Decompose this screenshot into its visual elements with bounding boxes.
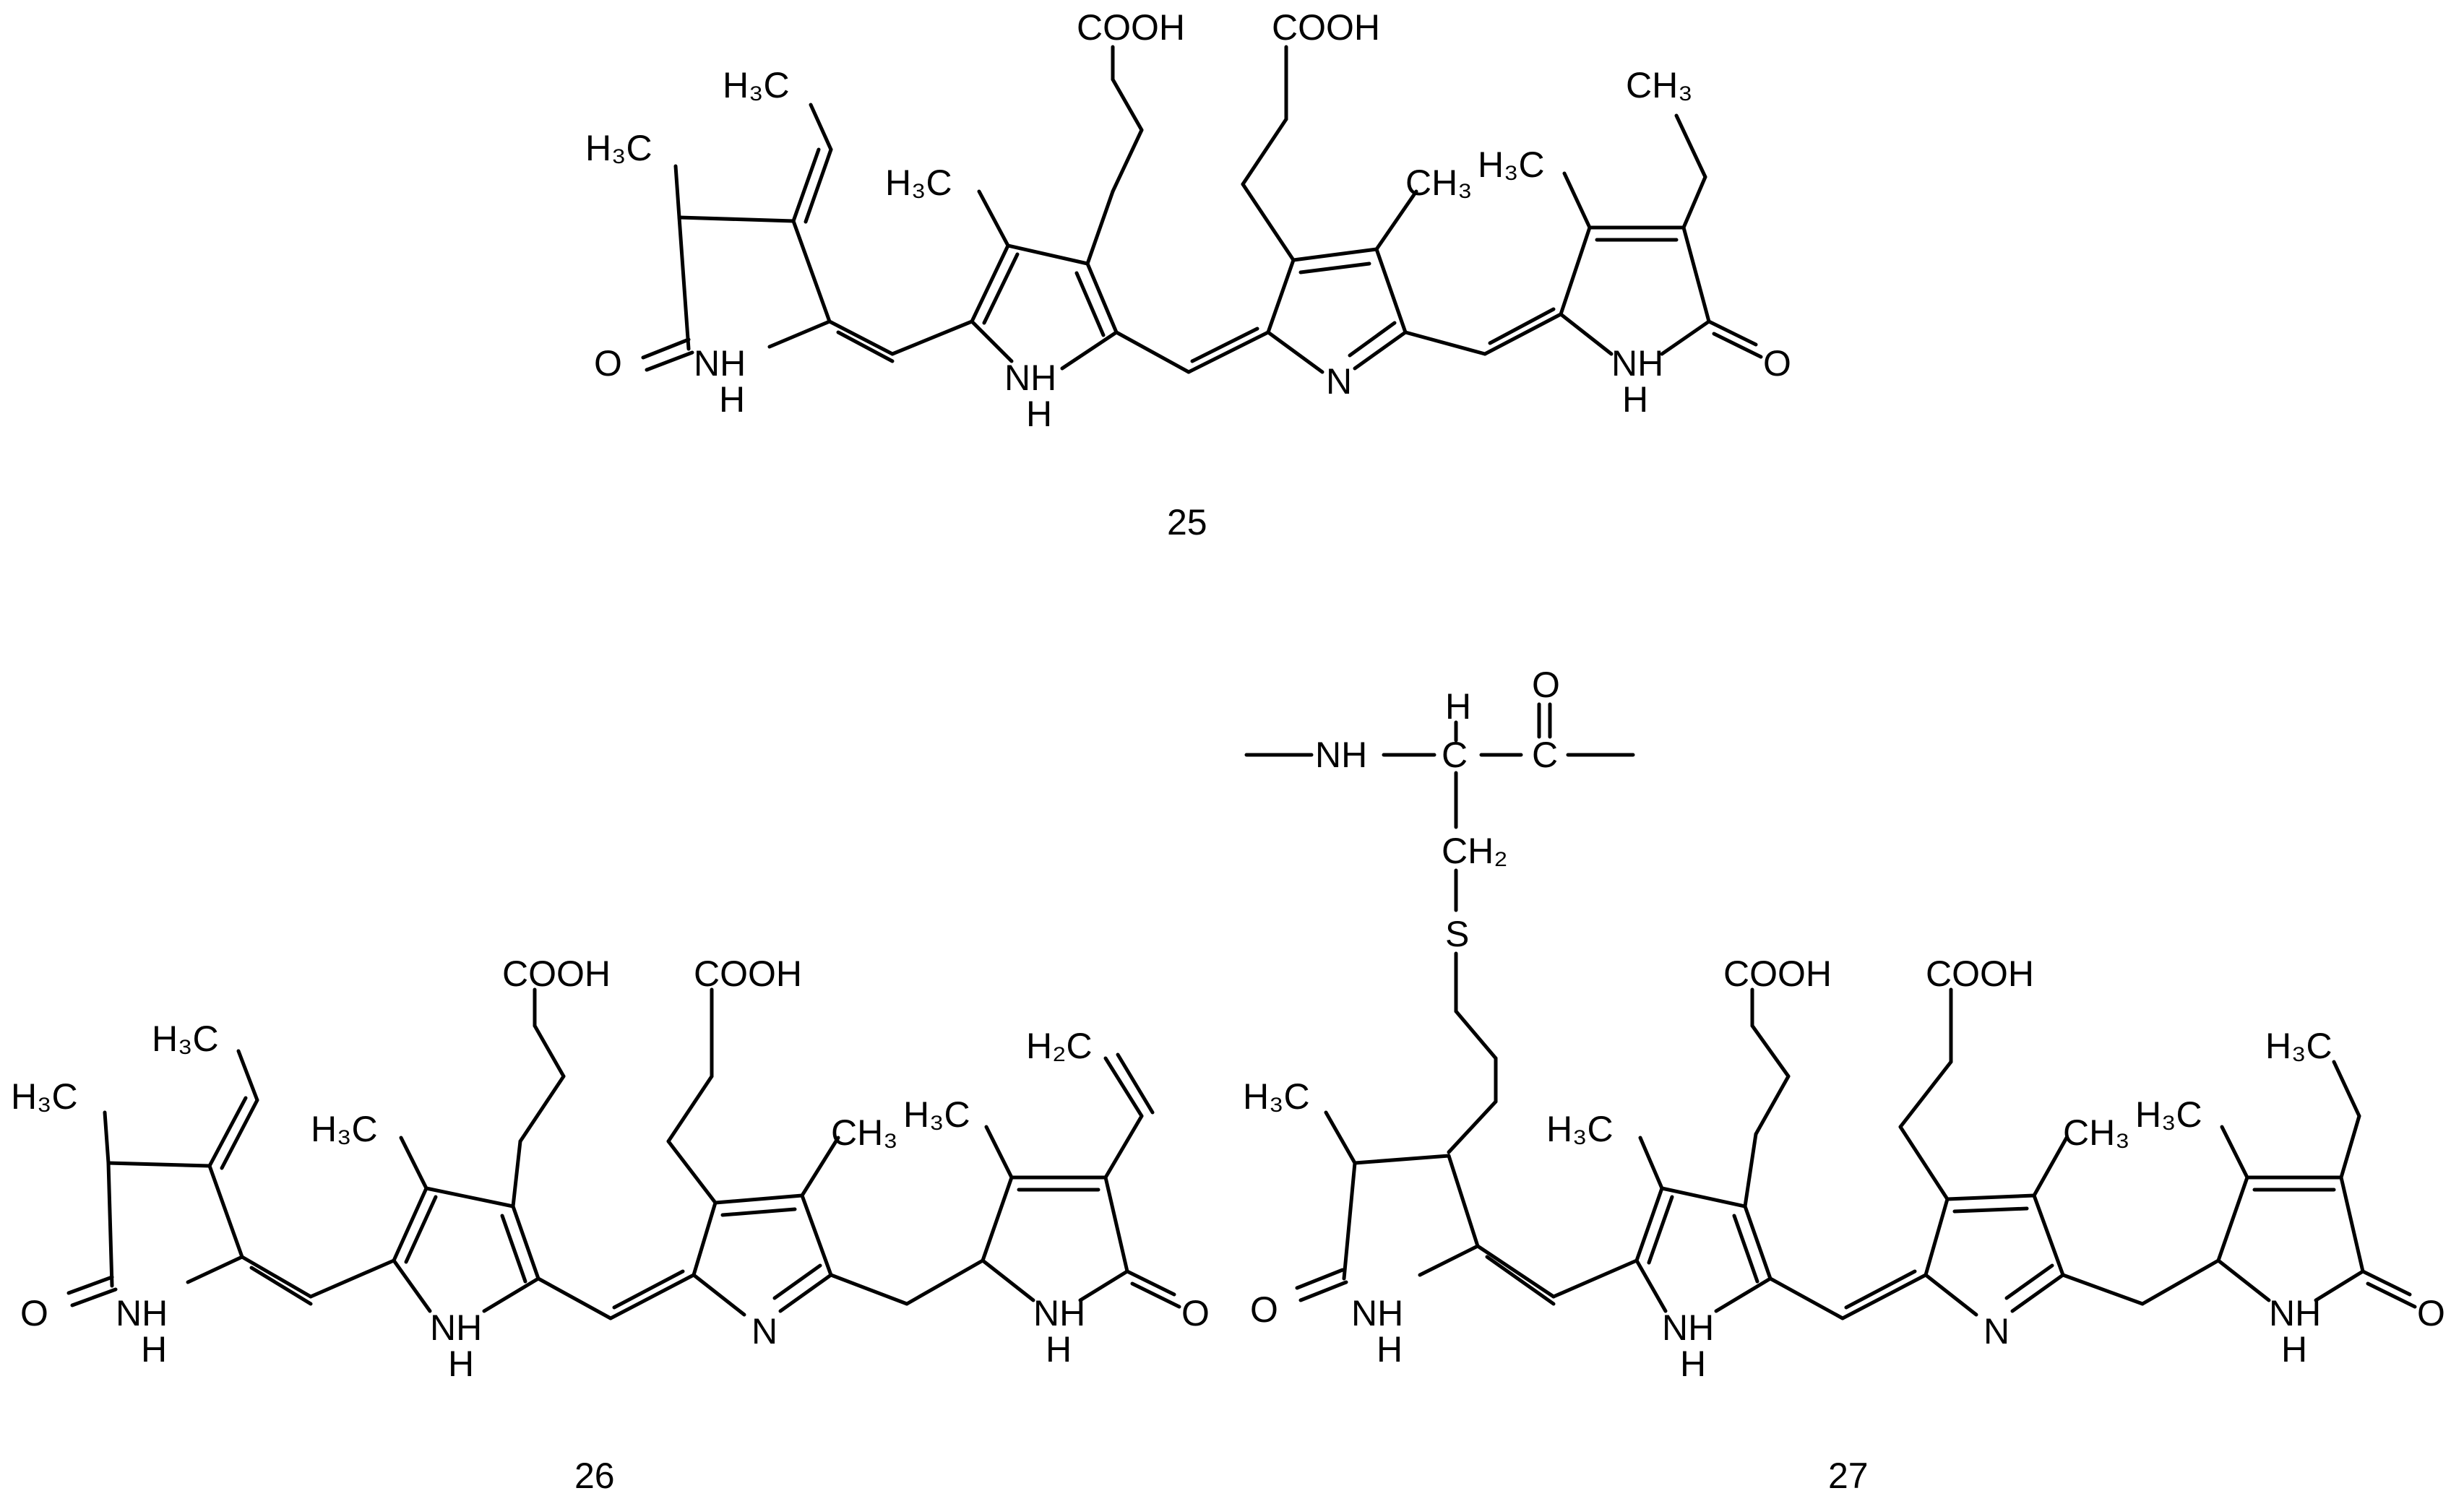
- label-me-a: H₃C: [585, 128, 652, 168]
- label-vinyl-d: H₂C: [1026, 1026, 1093, 1066]
- label-ethylidene: H₃C: [723, 65, 790, 105]
- label-h-b: H: [448, 1344, 474, 1384]
- methine-ab: [890, 319, 974, 356]
- label-me-c: CH₃: [831, 1112, 898, 1153]
- label-h-a: H: [141, 1329, 167, 1370]
- label-o-right: O: [1181, 1293, 1210, 1333]
- cysteine-linkage: [1244, 702, 1635, 1154]
- ring-b: [392, 987, 566, 1313]
- label-me-d: H₃C: [903, 1094, 970, 1135]
- label-nh-peptide: NH: [1315, 735, 1367, 775]
- ring-a: [1295, 1110, 1556, 1306]
- label-me-b: H₃C: [1546, 1109, 1614, 1149]
- label-carbonyl-c: C: [1532, 735, 1558, 775]
- label-me-b: H₃C: [311, 1109, 378, 1149]
- label-cooh-c: COOH: [1272, 7, 1380, 48]
- label-alpha-c: C: [1442, 735, 1468, 775]
- label-me-c: CH₃: [2063, 1112, 2130, 1153]
- methylene-cd: [829, 1273, 909, 1306]
- compound-26-structure: H₃C H₃C O NH H H₃C COOH NH H COOH CH₃ N …: [11, 954, 1210, 1496]
- label-nh-b: NH: [1004, 358, 1056, 398]
- label-carbonyl-o: O: [1532, 665, 1560, 705]
- label-h-d: H: [1622, 379, 1648, 420]
- methylene-cd: [2061, 1273, 2145, 1306]
- label-cooh-b: COOH: [502, 954, 611, 994]
- label-nh-b: NH: [1662, 1307, 1714, 1348]
- label-h-b: H: [1680, 1344, 1706, 1384]
- label-sulfur: S: [1445, 914, 1469, 954]
- label-h-b: H: [1026, 394, 1052, 434]
- label-h-a: H: [1377, 1329, 1403, 1370]
- ring-c: [1241, 45, 1418, 374]
- label-n-c: N: [1326, 361, 1352, 402]
- label-o-right: O: [2417, 1293, 2445, 1333]
- ring-d: [981, 1052, 1181, 1309]
- label-nh-a: NH: [116, 1293, 168, 1333]
- label-nh-d: NH: [1611, 343, 1663, 384]
- compound-27-structure: NH H C O C CH₂ S H₃C O NH H H₃C COOH NH …: [1243, 665, 2445, 1496]
- label-nh-a: NH: [694, 343, 746, 384]
- label-me-a: H₃C: [1243, 1076, 1310, 1117]
- ring-b: [970, 45, 1144, 371]
- ring-c: [1898, 987, 2069, 1317]
- ring-c: [666, 987, 840, 1317]
- label-me-a: H₃C: [11, 1076, 78, 1117]
- ring-d: [1559, 113, 1763, 359]
- label-me-d: H₃C: [2135, 1094, 2202, 1135]
- label-nh-d: NH: [1033, 1293, 1085, 1333]
- label-alpha-h: H: [1445, 686, 1471, 727]
- label-nh-a: NH: [1351, 1293, 1403, 1333]
- compound-number-27: 27: [1828, 1456, 1869, 1496]
- compound-number-25: 25: [1167, 502, 1207, 542]
- ring-d: [2216, 1060, 2417, 1309]
- label-me-d: H₃C: [1478, 144, 1545, 185]
- label-n-c: N: [751, 1311, 777, 1352]
- label-ethylidene: H₃C: [152, 1019, 219, 1059]
- compound-number-26: 26: [574, 1456, 615, 1496]
- methine-bc: [1114, 330, 1191, 374]
- label-cooh-c: COOH: [1926, 954, 2034, 994]
- label-nh-d: NH: [2269, 1293, 2321, 1333]
- ring-a: [641, 103, 895, 372]
- label-o-left: O: [594, 343, 622, 384]
- label-ethyl-d: H₃C: [2265, 1026, 2332, 1066]
- ring-a: [66, 1049, 313, 1307]
- label-ch2: CH₂: [1442, 831, 1508, 871]
- label-cooh-c: COOH: [694, 954, 802, 994]
- label-cooh-b: COOH: [1077, 7, 1185, 48]
- label-h-d: H: [2281, 1329, 2307, 1370]
- label-me-b: H₃C: [885, 163, 952, 203]
- methine-ab: [1551, 1258, 1639, 1299]
- label-o-left: O: [20, 1293, 48, 1333]
- methine-ab: [309, 1258, 396, 1299]
- label-cooh-b: COOH: [1723, 954, 1832, 994]
- label-nh-b: NH: [430, 1307, 482, 1348]
- methine-cd: [1403, 330, 1487, 356]
- label-o-right: O: [1763, 343, 1791, 384]
- label-n-c: N: [1983, 1311, 2009, 1352]
- compound-25-structure: H₃C H₃C O NH H H₃C COOH NH H COOH CH₃ N …: [585, 7, 1791, 542]
- methine-bc: [536, 1276, 613, 1320]
- methine-bc: [1768, 1276, 1845, 1320]
- label-me-c: CH₃: [1405, 163, 1473, 203]
- ring-b: [1634, 987, 1791, 1313]
- label-o-left: O: [1250, 1289, 1278, 1330]
- label-h-d: H: [1046, 1329, 1072, 1370]
- label-h-a: H: [719, 379, 745, 420]
- label-ethyl-d: CH₃: [1626, 65, 1693, 105]
